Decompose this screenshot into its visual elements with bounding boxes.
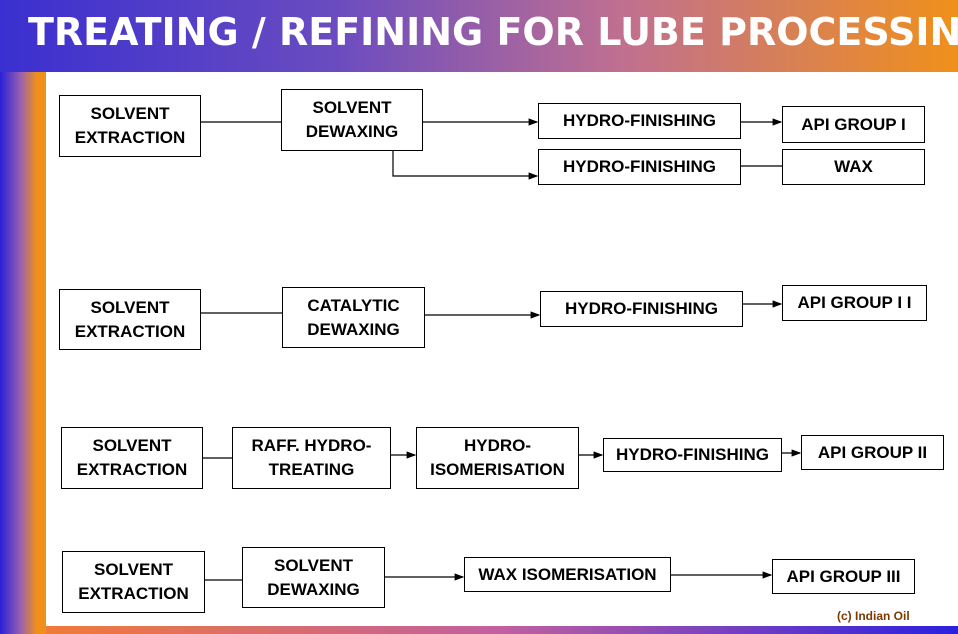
left-decorative-strip [0,72,46,634]
box-solvent-extraction: SOLVENT EXTRACTION [59,289,201,350]
box-api-group-3: API GROUP III [772,559,915,594]
copyright-text: (c) Indian Oil [837,609,910,623]
box-solvent-extraction: SOLVENT EXTRACTION [62,551,205,613]
box-hydro-finishing: HYDRO-FINISHING [603,438,782,472]
box-api-group-2: API GROUP II [801,435,944,470]
box-hydro-isomerisation: HYDRO- ISOMERISATION [416,427,579,489]
box-solvent-extraction: SOLVENT EXTRACTION [61,427,203,489]
title-bar: TREATING / REFINING FOR LUBE PROCESSING [0,0,958,72]
box-api-group-1: API GROUP I [782,106,925,143]
arrow [392,150,539,180]
box-raff-hydro-treating: RAFF. HYDRO- TREATING [232,427,391,489]
box-solvent-dewaxing: SOLVENT DEWAXING [281,89,423,151]
box-solvent-extraction: SOLVENT EXTRACTION [59,95,201,157]
box-wax: WAX [782,149,925,185]
slide-title: TREATING / REFINING FOR LUBE PROCESSING [28,10,958,54]
box-solvent-dewaxing: SOLVENT DEWAXING [242,547,385,608]
box-hydro-finishing: HYDRO-FINISHING [538,149,741,185]
box-hydro-finishing: HYDRO-FINISHING [538,103,741,139]
bottom-decorative-bar [46,626,958,634]
box-catalytic-dewaxing: CATALYTIC DEWAXING [282,287,425,348]
box-hydro-finishing: HYDRO-FINISHING [540,291,743,327]
box-api-group-2: API GROUP I I [782,285,927,321]
box-wax-isomerisation: WAX ISOMERISATION [464,557,671,592]
